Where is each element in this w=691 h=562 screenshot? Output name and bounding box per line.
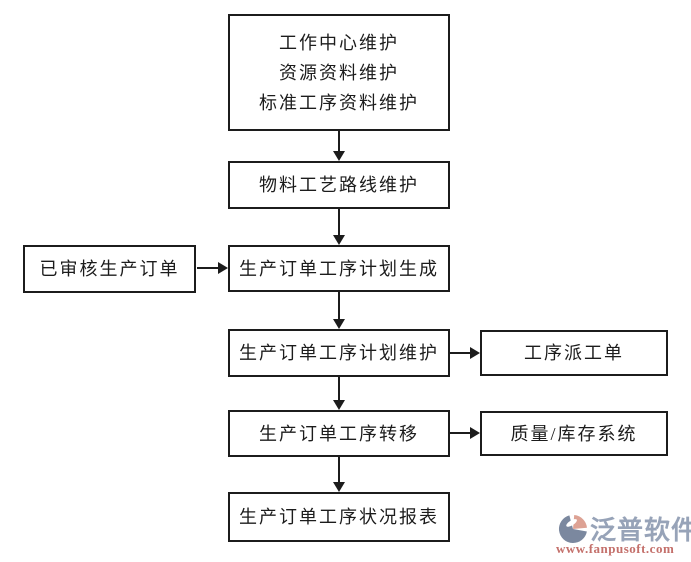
arrow-shaft (450, 352, 471, 354)
arrow-right-icon (470, 347, 480, 359)
arrow-down-icon (333, 482, 345, 492)
arrow-shaft (338, 292, 340, 320)
arrow-plan-maintain-to-dispatch (450, 347, 480, 359)
node-routing-label: 物料工艺路线维护 (259, 175, 419, 195)
arrow-routing-to-plan-generate (333, 209, 345, 245)
node-status-report-label: 生产订单工序状况报表 (239, 507, 439, 527)
node-process-transfer-label: 生产订单工序转移 (259, 423, 419, 444)
arrow-plan-maintain-to-transfer (333, 377, 345, 410)
node-process-transfer: 生产订单工序转移 (228, 410, 450, 457)
node-plan-generate: 生产订单工序计划生成 (228, 245, 450, 292)
arrow-down-icon (333, 319, 345, 329)
node-dispatch-order: 工序派工单 (480, 330, 668, 376)
arrow-master-to-routing (333, 131, 345, 161)
fanpusoft-url-text: www.fanpusoft.com (556, 541, 675, 556)
arrow-down-icon (333, 400, 345, 410)
arrow-transfer-to-quality-inventory (450, 427, 480, 439)
arrow-shaft (338, 457, 340, 483)
node-status-report: 生产订单工序状况报表 (228, 492, 450, 542)
node-quality-inventory-system: 质量/库存系统 (480, 411, 668, 456)
node-plan-generate-label: 生产订单工序计划生成 (239, 258, 439, 279)
arrow-shaft (197, 267, 219, 269)
node-master-data-line-3: 标准工序资料维护 (259, 92, 419, 113)
arrow-transfer-to-status-report (333, 457, 345, 492)
arrow-shaft (450, 432, 471, 434)
node-plan-maintain: 生产订单工序计划维护 (228, 329, 450, 377)
node-quality-inventory-label: 质量/库存系统 (510, 423, 638, 444)
fanpu-logo-icon (558, 515, 587, 544)
arrow-shaft (338, 209, 340, 236)
node-master-data: 工作中心维护 资源资料维护 标准工序资料维护 (228, 14, 450, 131)
node-routing-maintenance: 物料工艺路线维护 (228, 161, 450, 209)
node-approved-order-label: 已审核生产订单 (39, 259, 180, 279)
node-approved-order: 已审核生产订单 (23, 245, 196, 293)
arrow-approved-order-to-plan-generate (197, 262, 228, 274)
node-master-data-line-2: 资源资料维护 (279, 62, 399, 83)
arrow-shaft (338, 377, 340, 401)
arrow-plan-generate-to-plan-maintain (333, 292, 345, 329)
fanpusoft-watermark: 泛普软件 www.fanpusoft.com (552, 508, 691, 558)
fanpusoft-brand-text: 泛普软件 (590, 516, 691, 545)
node-plan-maintain-label: 生产订单工序计划维护 (239, 343, 439, 363)
node-master-data-line-1: 工作中心维护 (279, 32, 399, 53)
arrow-shaft (338, 131, 340, 152)
arrow-right-icon (218, 262, 228, 274)
arrow-down-icon (333, 151, 345, 161)
arrow-down-icon (333, 235, 345, 245)
arrow-right-icon (470, 427, 480, 439)
node-dispatch-order-label: 工序派工单 (524, 343, 624, 363)
